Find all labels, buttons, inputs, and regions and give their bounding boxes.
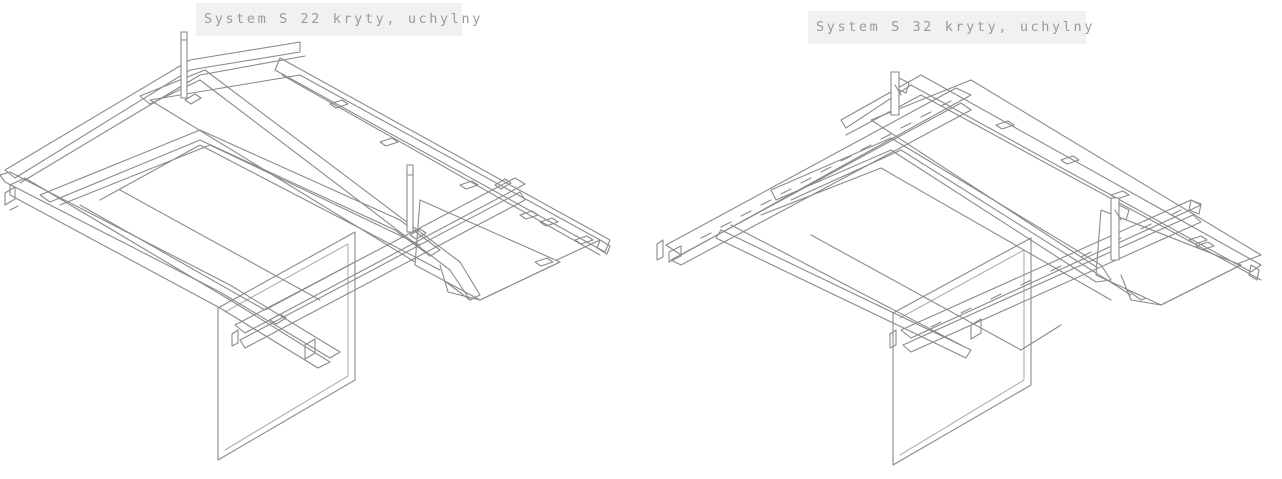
- figure-s32: System S 32 kryty, uchylny: [641, 0, 1282, 479]
- ceiling-grid-drawing-s32-icon: [641, 0, 1282, 479]
- figure-s22: System S 22 kryty, uchylny: [0, 0, 640, 479]
- figure-caption: System S 22 kryty, uchylny: [196, 3, 480, 36]
- ceiling-grid-drawing-s22-icon: [0, 0, 640, 479]
- figure-caption: System S 32 kryty, uchylny: [808, 11, 1092, 44]
